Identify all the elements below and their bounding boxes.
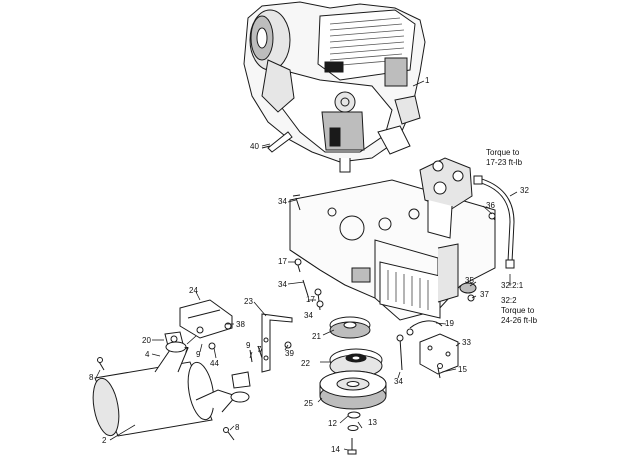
callout-32: 32	[520, 186, 529, 195]
callout-2: 2	[102, 436, 107, 445]
callout-9: 9	[246, 341, 251, 350]
callout-17: 17	[306, 295, 315, 304]
callout-34: 34	[278, 280, 287, 289]
callout-21: 21	[312, 332, 321, 341]
muffler	[92, 341, 251, 441]
callout-19: 19	[445, 319, 454, 328]
callout-35: 35	[465, 276, 474, 285]
torque-note-top: Torque to 17-23 ft-lb	[486, 148, 522, 168]
callout-9: 9	[196, 350, 201, 359]
torque-note-top-line-1: Torque to	[486, 148, 520, 157]
callout-8: 8	[235, 423, 240, 432]
callout-13: 13	[368, 418, 377, 427]
callout-20: 20	[142, 336, 151, 345]
callout-33: 33	[462, 338, 471, 347]
leader-lines	[95, 80, 518, 451]
callout-32-2: 32:2	[501, 296, 517, 305]
callout-36: 36	[486, 201, 495, 210]
torque-note-bottom-line-2: 24-26 ft-lb	[501, 316, 538, 325]
callout-7: 7	[184, 346, 189, 355]
callout-1: 1	[425, 76, 430, 85]
callout-37: 37	[480, 290, 489, 299]
callout-25: 25	[304, 399, 313, 408]
callout-39: 39	[285, 349, 294, 358]
bracket-33	[419, 333, 459, 379]
callout-23: 23	[244, 297, 253, 306]
hydraulic-pump	[419, 157, 473, 239]
callout-17: 17	[278, 257, 287, 266]
pulley-25	[319, 370, 387, 410]
callout-40: 40	[250, 142, 259, 151]
engine-assembly	[243, 1, 426, 173]
callout-8: 8	[89, 373, 94, 382]
callout-44: 44	[210, 359, 219, 368]
callout-32-2-1: 32:2:1	[501, 281, 524, 290]
torque-note-bottom-line-1: Torque to	[501, 306, 535, 315]
torque-note-bottom: Torque to 24-26 ft-lb	[501, 306, 537, 326]
hardware	[292, 194, 496, 371]
pulley-21	[329, 316, 371, 339]
callout-12: 12	[328, 419, 337, 428]
cable-19	[406, 320, 443, 336]
muffler-bracket	[164, 299, 233, 350]
callout-38: 38	[236, 320, 245, 329]
torque-note-top-line-2: 17-23 ft-lb	[486, 158, 523, 167]
pulley-bolt-stack	[347, 411, 361, 455]
callout-4: 4	[145, 350, 150, 359]
callout-24: 24	[189, 286, 198, 295]
bracket-23	[249, 313, 293, 373]
callout-34: 34	[394, 377, 403, 386]
callout-15: 15	[458, 365, 467, 374]
callout-7: 7	[257, 345, 262, 354]
callout-34: 34	[278, 197, 287, 206]
hydraulic-hose	[473, 175, 515, 269]
callout-14: 14	[331, 445, 340, 454]
callout-34: 34	[304, 311, 313, 320]
callout-22: 22	[301, 359, 310, 368]
